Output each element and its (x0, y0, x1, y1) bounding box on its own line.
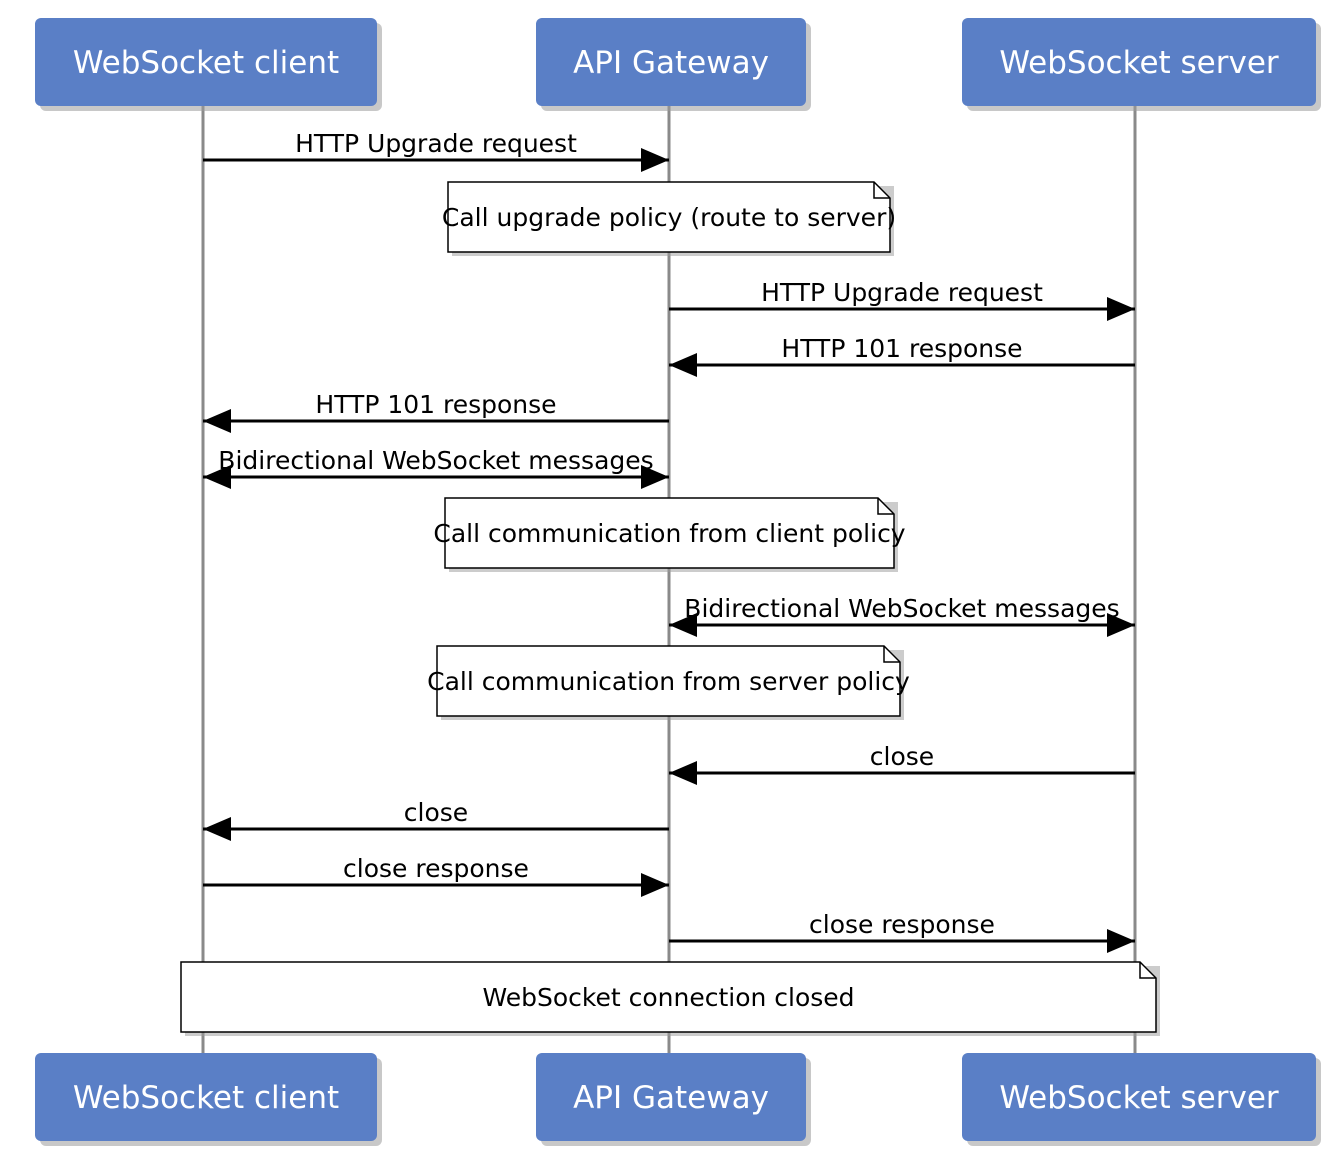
actor-box (35, 1053, 377, 1141)
lifelines (201, 106, 1137, 1053)
message-client-to-gateway: HTTP Upgrade request (203, 129, 669, 172)
message-label: Bidirectional WebSocket messages (218, 446, 653, 475)
actor-box (536, 1053, 806, 1141)
message-server-to-gateway: HTTP 101 response (669, 334, 1135, 377)
note: WebSocket connection closed (180, 961, 1160, 1036)
actor-server-top: WebSocket server (962, 18, 1321, 111)
actor-gateway-bottom: API Gateway (536, 1053, 811, 1146)
message-gateway-to-client: HTTP 101 response (203, 390, 669, 433)
note-label: Call upgrade policy (route to server) (442, 203, 896, 232)
note-box (444, 497, 895, 569)
actor-box (962, 18, 1316, 106)
actor-server-bottom: WebSocket server (962, 1053, 1321, 1146)
note-fold (883, 646, 900, 663)
note-box (180, 961, 1157, 1033)
actor-label: API Gateway (573, 45, 769, 81)
message-client-to-gateway: Bidirectional WebSocket messages (203, 446, 669, 489)
note-fold (877, 498, 894, 515)
note-box (447, 181, 891, 253)
message-gateway-to-server: close response (669, 910, 1135, 953)
note: Call communication from server policy (427, 645, 910, 720)
note-label: Call communication from client policy (433, 519, 905, 548)
message-label: close response (809, 910, 995, 939)
actor-gateway-top: API Gateway (536, 18, 811, 111)
actor-label: WebSocket client (73, 1080, 339, 1116)
actor-client-top: WebSocket client (35, 18, 382, 111)
actor-client-bottom: WebSocket client (35, 1053, 382, 1146)
actor-label: WebSocket client (73, 45, 339, 81)
message-label: HTTP Upgrade request (295, 129, 577, 158)
message-label: HTTP 101 response (315, 390, 556, 419)
note-fold (1139, 962, 1156, 979)
message-label: HTTP 101 response (781, 334, 1022, 363)
message-server-to-gateway: close (669, 742, 1135, 785)
note: Call communication from client policy (433, 497, 906, 572)
message-gateway-to-server: HTTP Upgrade request (669, 278, 1135, 321)
message-gateway-to-client: close (203, 798, 669, 841)
actor-box (962, 1053, 1316, 1141)
note-label: Call communication from server policy (427, 667, 910, 696)
message-client-to-gateway: close response (203, 854, 669, 897)
actors-bottom: WebSocket client API Gateway WebSocket ser… (35, 1053, 1321, 1146)
actor-label: WebSocket server (999, 1080, 1279, 1116)
message-label: close response (343, 854, 529, 883)
note-label: WebSocket connection closed (482, 983, 854, 1012)
message-label: HTTP Upgrade request (761, 278, 1043, 307)
actor-box (35, 18, 377, 106)
note-fold (873, 182, 890, 199)
actors-top: WebSocket client API Gateway WebSocket ser… (35, 18, 1321, 111)
message-label: Bidirectional WebSocket messages (684, 594, 1119, 623)
note-box (436, 645, 901, 717)
actor-label: API Gateway (573, 1080, 769, 1116)
actor-label: WebSocket server (999, 45, 1279, 81)
actor-box (536, 18, 806, 106)
message-gateway-to-server: Bidirectional WebSocket messages (669, 594, 1135, 637)
message-label: close (870, 742, 934, 771)
note: Call upgrade policy (route to server) (442, 181, 896, 256)
message-label: close (404, 798, 468, 827)
